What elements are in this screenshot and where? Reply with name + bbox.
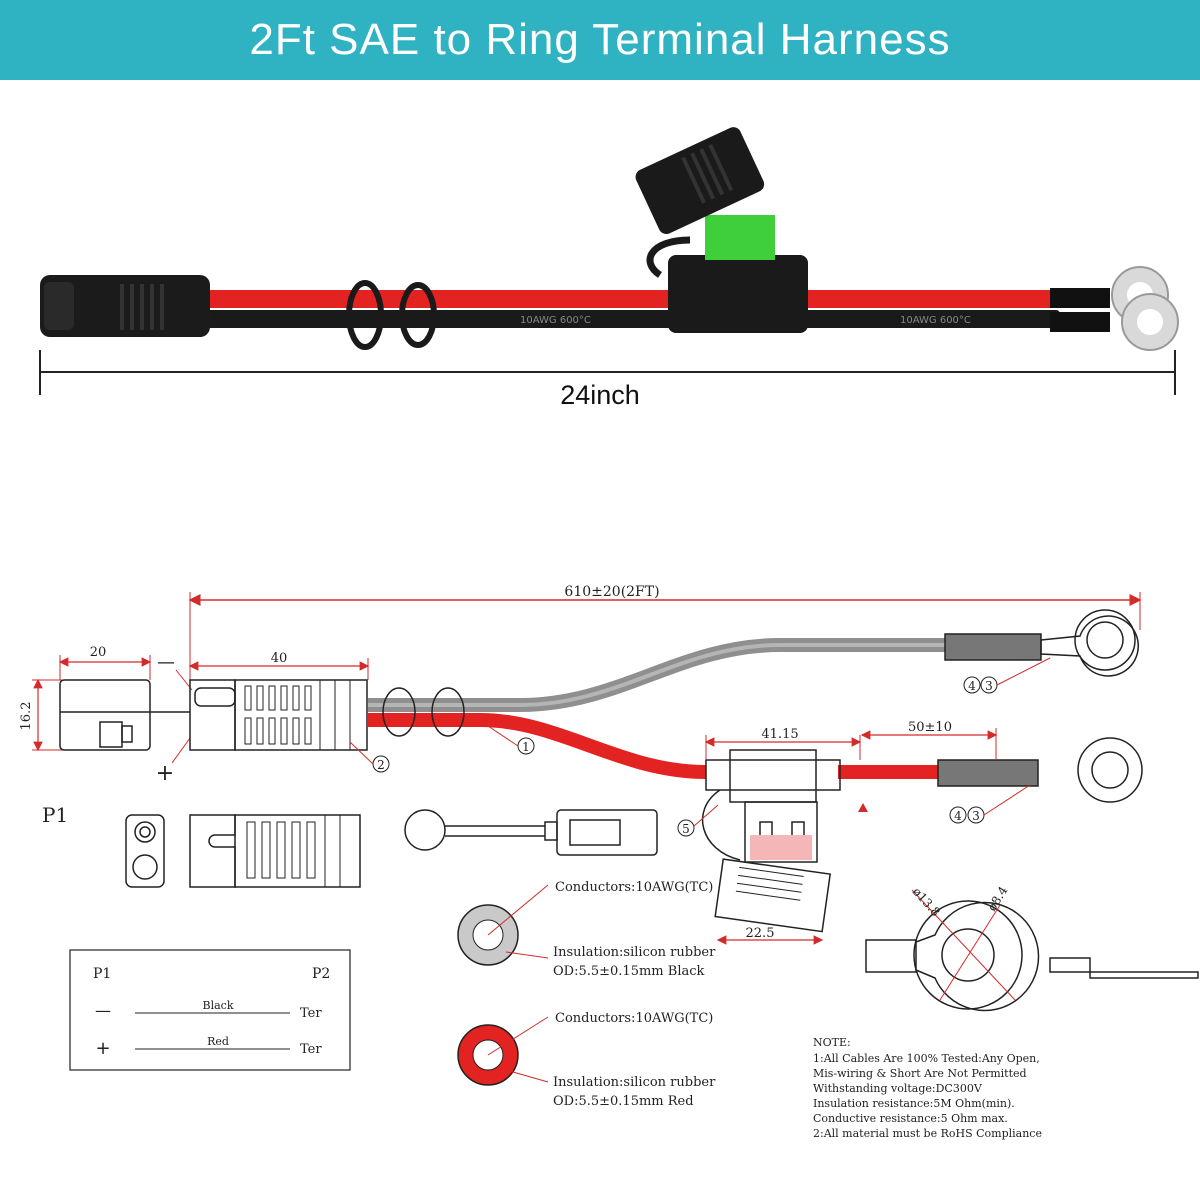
title-banner: 2Ft SAE to Ring Terminal Harness	[0, 0, 1200, 80]
pin-row-2-sign: +	[95, 1038, 110, 1059]
dim-50-10-label: 50±10	[908, 720, 952, 735]
fuse-cap-photo	[635, 127, 765, 234]
black-wire-drawing	[368, 638, 945, 712]
dust-cap-loop-2	[399, 282, 437, 348]
sae-connector-drawing	[59, 679, 368, 751]
page-title: 2Ft SAE to Ring Terminal Harness	[249, 15, 951, 64]
pin-table-p2: P2	[312, 966, 330, 982]
note-line-4: Insulation resistance:5M Ohm(min).	[813, 1097, 1015, 1110]
spec1-od: OD:5.5±0.15mm Black	[553, 964, 705, 979]
length-label: 24inch	[560, 380, 640, 410]
pin-row-1-wire: Black	[203, 999, 234, 1012]
callout-5: 5	[682, 822, 690, 836]
dust-cap-loop-1	[346, 280, 384, 350]
callout-3-top: 3	[985, 679, 993, 693]
callout-1: 1	[522, 740, 530, 754]
dim-22-5-label: 22.5	[746, 926, 775, 941]
callout-2: 2	[377, 758, 385, 772]
note-line-1: 1:All Cables Are 100% Tested:Any Open,	[813, 1052, 1040, 1065]
overall-length-label: 610±20(2FT)	[564, 584, 659, 600]
note-line-2: Mis-wiring & Short Are Not Permitted	[813, 1067, 1027, 1080]
notes-block: NOTE: 1:All Cables Are 100% Tested:Any O…	[813, 1036, 1042, 1140]
red-triangle-marker	[858, 803, 868, 812]
ring-terminal-drawing-top	[1074, 609, 1136, 671]
note-line-0: NOTE:	[813, 1036, 851, 1049]
dim-40-label: 40	[271, 651, 288, 666]
dim-13-8-label: ø13.8	[910, 885, 943, 920]
spec1-insulation: Insulation:silicon rubber	[553, 945, 716, 960]
harness-photo: 10AWG 600°C 10AWG 600°C	[39, 127, 1179, 395]
dim-16-2-label: 16.2	[19, 702, 34, 731]
wire-print-2: 10AWG 600°C	[520, 315, 591, 326]
sae-top-view	[189, 814, 361, 888]
ring-terminal-drawing-bottom	[1077, 737, 1143, 803]
ring-sleeve-bottom	[1050, 312, 1110, 332]
p1-label: P1	[42, 803, 68, 827]
fuse-cap-drawing	[714, 858, 832, 933]
dim-20-label: 20	[90, 645, 107, 660]
callout-3-bottom: 3	[972, 809, 980, 823]
ring-sleeve-top	[1050, 288, 1110, 308]
spec1-conductors: Conductors:10AWG(TC)	[555, 880, 713, 895]
pin-row-1-ter: Ter	[300, 1006, 322, 1021]
callout-4-top: 4	[968, 679, 976, 693]
spec2-od: OD:5.5±0.15mm Red	[553, 1094, 694, 1109]
wire-print-1: 10AWG 600°C	[900, 315, 971, 326]
ring-terminal-detail	[865, 900, 1199, 1012]
pin-table	[69, 949, 351, 1071]
spec2-conductors: Conductors:10AWG(TC)	[555, 1011, 713, 1026]
dim-41-15-label: 41.15	[761, 727, 798, 742]
spec2-insulation: Insulation:silicon rubber	[553, 1075, 716, 1090]
fuse-green	[705, 215, 775, 260]
sae-end-view	[125, 814, 165, 888]
dim-8-4-label: ø8.4	[985, 884, 1011, 914]
fuse-holder-photo	[668, 255, 808, 333]
pin-row-2-wire: Red	[207, 1035, 229, 1048]
dust-cap-drawing	[404, 809, 658, 856]
pin-row-1-sign: —	[95, 1001, 111, 1020]
minus-sign: —	[157, 652, 175, 673]
pin-table-p1: P1	[93, 966, 111, 982]
pin-row-2-ter: Ter	[300, 1042, 322, 1057]
red-wire-drawing	[368, 713, 707, 779]
sae-connector-photo	[40, 275, 210, 337]
note-line-5: Conductive resistance:5 Ohm max.	[813, 1112, 1008, 1125]
note-line-3: Withstanding voltage:DC300V	[813, 1082, 983, 1095]
note-line-6: 2:All material must be RoHS Compliance	[813, 1127, 1042, 1140]
fuse-cap-strap	[646, 236, 691, 278]
callout-4-bottom: 4	[954, 809, 962, 823]
plus-sign: +	[156, 761, 174, 786]
